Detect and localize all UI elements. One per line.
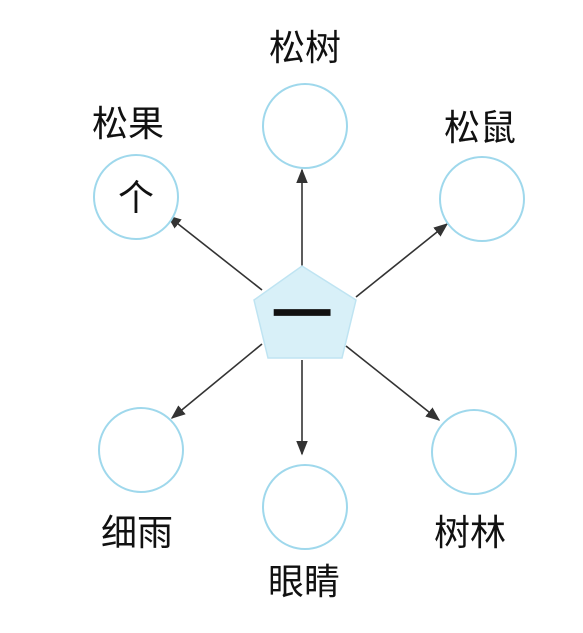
word-label-top: 松树 bbox=[269, 28, 341, 69]
answer-circle-bottom-right[interactable] bbox=[431, 409, 517, 495]
answer-circle-bottom-left[interactable] bbox=[98, 407, 184, 493]
answer-text-top-left: 个 bbox=[118, 178, 154, 219]
answer-circle-top-left[interactable] bbox=[93, 154, 179, 240]
arrow-to-top-left bbox=[166, 215, 263, 291]
arrow-to-bottom-right bbox=[345, 345, 441, 421]
answer-circle-bottom[interactable] bbox=[262, 464, 348, 550]
word-label-top-right: 松鼠 bbox=[444, 108, 516, 149]
word-label-bottom-right: 树林 bbox=[434, 513, 506, 554]
answer-circle-top[interactable] bbox=[262, 83, 348, 169]
arrow-to-bottom-left bbox=[170, 343, 263, 419]
arrow-to-top-right bbox=[355, 223, 449, 298]
word-label-bottom-left: 细雨 bbox=[101, 513, 173, 554]
answer-circle-top-right[interactable] bbox=[439, 156, 525, 242]
center-text: 一 bbox=[272, 281, 332, 351]
word-label-top-left: 松果 bbox=[92, 104, 164, 145]
center-pentagon bbox=[253, 265, 357, 359]
word-label-bottom: 眼睛 bbox=[268, 562, 340, 603]
